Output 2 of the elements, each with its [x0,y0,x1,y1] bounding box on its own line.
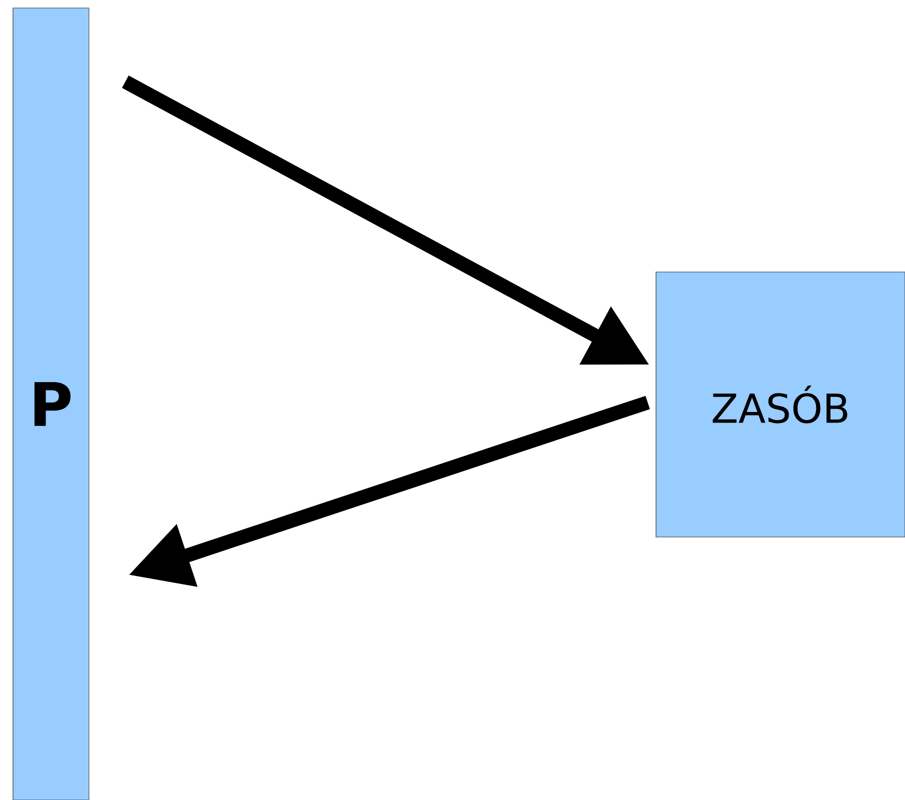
box: ZASÓB [656,272,905,538]
bar: P [12,8,90,800]
